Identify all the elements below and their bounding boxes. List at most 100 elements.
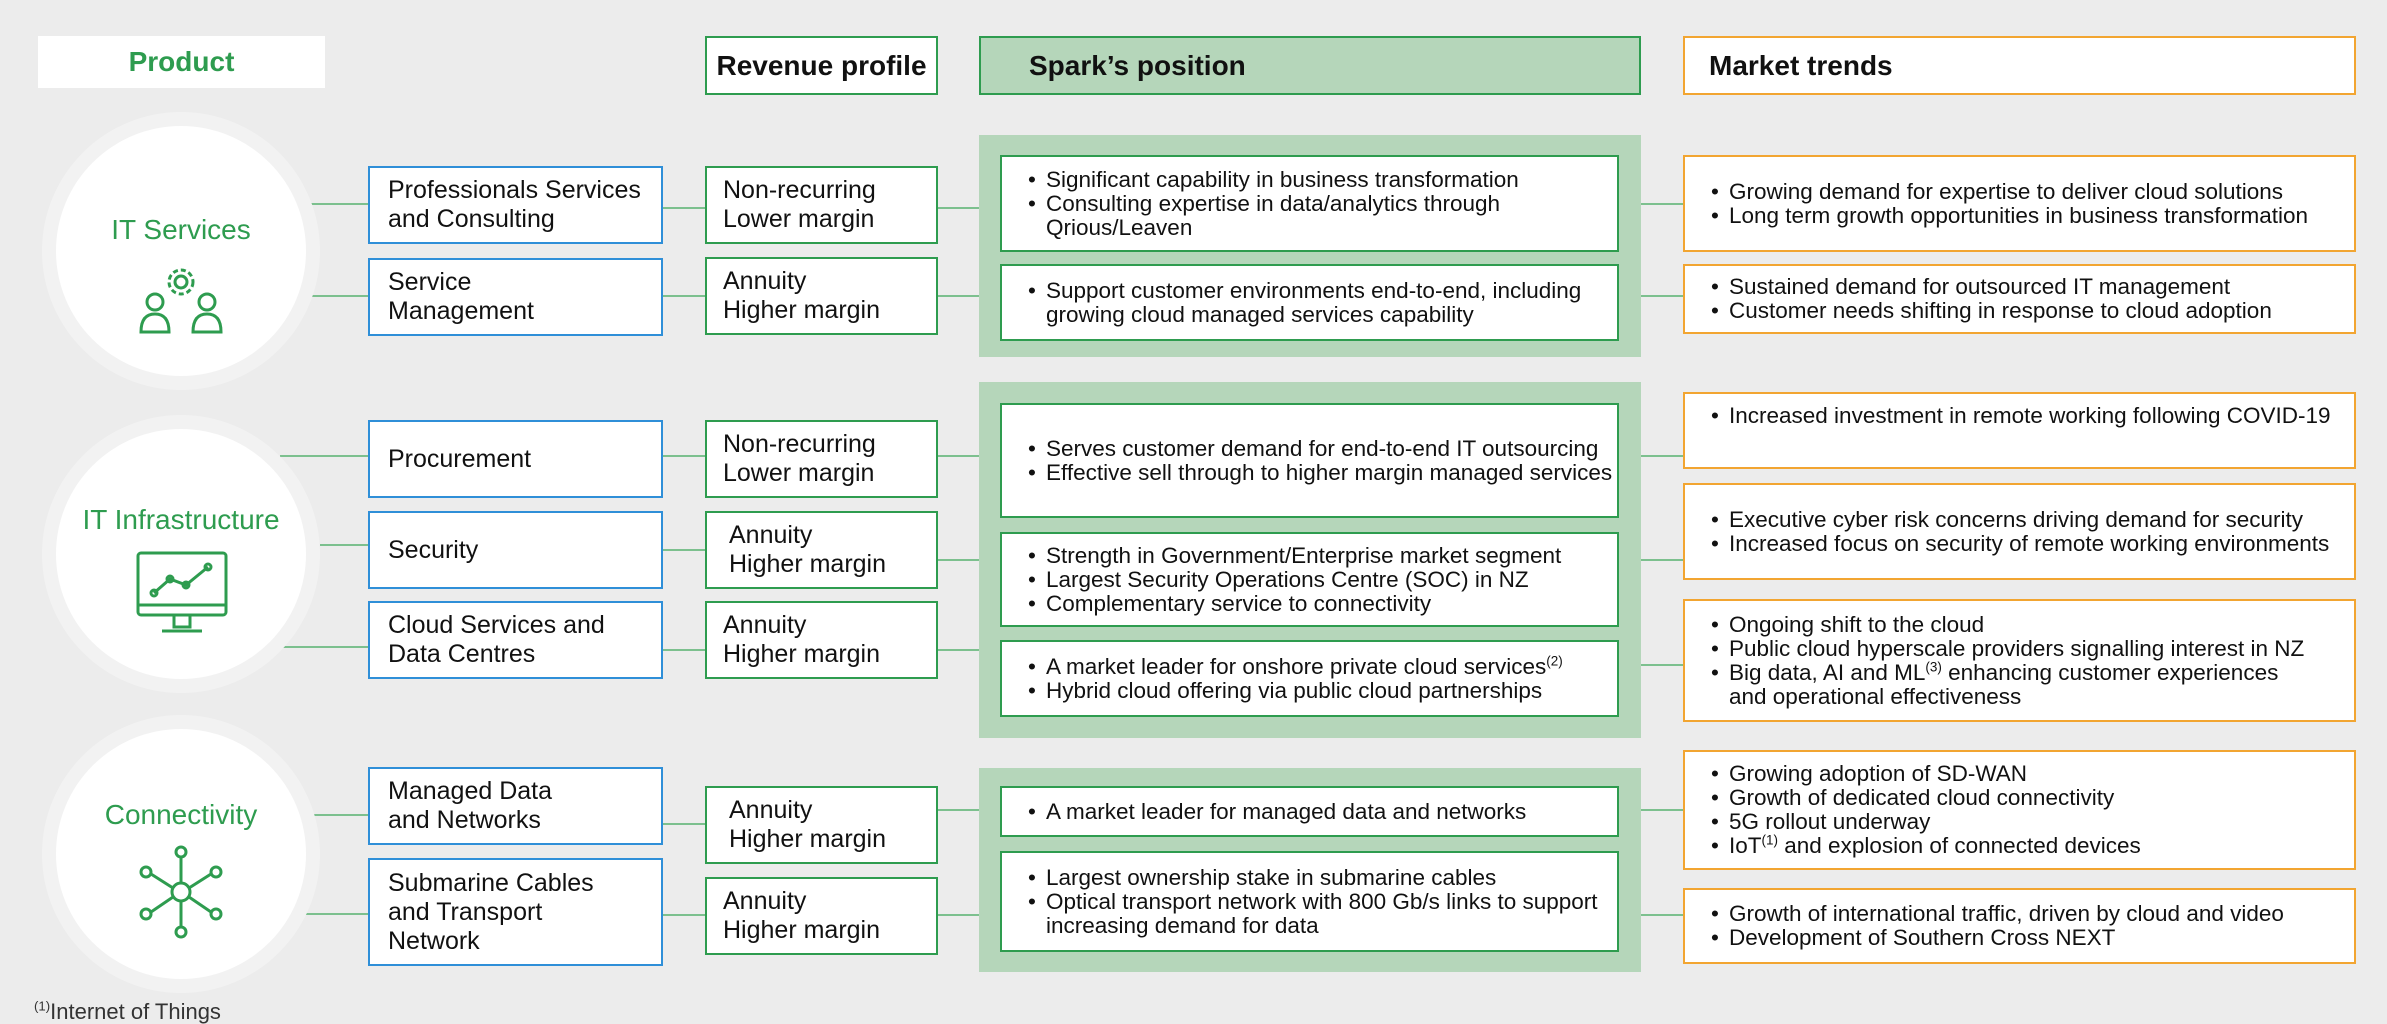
trend-bullet: Increased investment in remote working f… — [1707, 404, 2331, 429]
offering-line: and Consulting — [388, 205, 555, 233]
trend-professional-services: Growing demand for expertise to deliver … — [1683, 155, 2356, 252]
trend-bullet: Executive cyber risk concerns driving de… — [1707, 507, 2329, 532]
revenue-line: Higher margin — [723, 640, 881, 668]
header-revenue: Revenue profile — [705, 36, 938, 95]
product-circle-it-services: IT Services — [42, 112, 320, 390]
revenue-line: Higher margin — [729, 825, 887, 853]
revenue-line: Annuity — [723, 887, 807, 915]
revenue-line: Annuity — [723, 611, 807, 639]
trend-bullet-text-tail: enhancing customer experiences — [1941, 659, 2279, 685]
offering-line: Data Centres — [388, 640, 536, 668]
product-circle-it-infrastructure: IT Infrastructure — [42, 415, 320, 693]
offering-line: and Networks — [388, 806, 541, 834]
offering-line: Security — [388, 535, 479, 564]
position-bullet: Hybrid cloud offering via public cloud p… — [1024, 678, 1563, 703]
footnote-text: Internet of Things — [50, 999, 221, 1024]
trend-bullet: Development of Southern Cross NEXT — [1707, 926, 2284, 951]
trend-managed-data: Growing adoption of SD-WAN Growth of ded… — [1683, 750, 2356, 870]
trend-cloud-services: Ongoing shift to the cloud Public cloud … — [1683, 599, 2356, 722]
footnote-ref-1: (1) — [1761, 832, 1779, 848]
position-bullet: Strength in Government/Enterprise market… — [1024, 543, 1561, 568]
revenue-line: Higher margin — [723, 296, 881, 324]
position-security: Strength in Government/Enterprise market… — [1000, 532, 1619, 627]
trend-bullet: Growing demand for expertise to deliver … — [1707, 179, 2308, 204]
people-gear-icon — [139, 268, 223, 334]
position-bullet: Largest Security Operations Centre (SOC)… — [1024, 567, 1561, 592]
offering-line: Submarine Cables — [388, 868, 594, 897]
position-bullet: Support customer environments end-to-end… — [1024, 278, 1613, 327]
trend-submarine-cables: Growth of international traffic, driven … — [1683, 888, 2356, 964]
footnote: (1)Internet of Things — [34, 1000, 221, 1024]
offering-line: Management — [388, 297, 534, 325]
trend-bullet: Sustained demand for outsourced IT manag… — [1707, 275, 2272, 300]
revenue-line: Lower margin — [723, 205, 875, 233]
header-trends: Market trends — [1683, 36, 2356, 95]
revenue-line: Lower margin — [723, 459, 875, 487]
position-bullet: A market leader for managed data and net… — [1024, 799, 1526, 824]
header-product: Product — [38, 36, 325, 88]
offering-line: Cloud Services and — [388, 611, 605, 639]
revenue-line: Higher margin — [729, 550, 887, 578]
offering-line: Procurement — [388, 444, 532, 473]
trend-bullet: Growth of international traffic, driven … — [1707, 902, 2284, 927]
position-service-management: Support customer environments end-to-end… — [1000, 264, 1619, 341]
trend-bullet-text: IoT — [1729, 833, 1762, 858]
network-nodes-icon — [139, 845, 223, 939]
product-label-connectivity: Connectivity — [104, 799, 258, 830]
footnote-ref-3: (3) — [1925, 659, 1942, 674]
trend-service-management: Sustained demand for outsourced IT manag… — [1683, 264, 2356, 334]
position-bullet: Significant capability in business trans… — [1024, 167, 1613, 192]
header-product-label: Product — [128, 46, 235, 77]
trend-bullet: Big data, AI and ML(3) enhancing custome… — [1707, 659, 2304, 709]
position-bullet-text: A market leader for onshore private clou… — [1046, 653, 1547, 679]
trend-security: Executive cyber risk concerns driving de… — [1683, 483, 2356, 580]
header-revenue-label: Revenue profile — [716, 49, 927, 81]
offering-line: and Transport — [388, 897, 543, 926]
offering-line: Managed Data — [388, 777, 553, 805]
revenue-line: Non-recurring — [723, 430, 876, 458]
trend-bullet: Ongoing shift to the cloud — [1707, 612, 2304, 637]
offering-security: Security — [368, 511, 663, 589]
position-bullet: Serves customer demand for end-to-end IT… — [1024, 436, 1612, 461]
offering-procurement: Procurement — [368, 420, 663, 498]
trend-bullet-text-cont: and operational effectiveness — [1729, 683, 2022, 709]
footnote-mark: (1) — [34, 998, 51, 1014]
position-bullet: Largest ownership stake in submarine cab… — [1024, 865, 1613, 890]
product-circle-connectivity: Connectivity — [42, 715, 320, 993]
monitor-chart-icon — [136, 551, 228, 633]
position-professional-services: Significant capability in business trans… — [1000, 155, 1619, 252]
revenue-line: Annuity — [729, 796, 813, 824]
product-label-it-infrastructure: IT Infrastructure — [82, 504, 280, 535]
position-bullet: A market leader for onshore private clou… — [1024, 653, 1563, 679]
offering-line: Service — [388, 268, 472, 296]
offering-line: Professionals Services — [388, 176, 641, 204]
position-submarine-cables: Largest ownership stake in submarine cab… — [1000, 851, 1619, 952]
trend-bullet: Public cloud hyperscale providers signal… — [1707, 636, 2304, 661]
position-bullet: Complementary service to connectivity — [1024, 591, 1561, 616]
trend-bullet-text-tail: and explosion of connected devices — [1778, 833, 2141, 858]
position-bullet: Optical transport network with 800 Gb/s … — [1024, 889, 1613, 938]
revenue-line: Higher margin — [723, 916, 881, 944]
trend-bullet: Increased focus on security of remote wo… — [1707, 531, 2329, 556]
position-managed-data: A market leader for managed data and net… — [1000, 786, 1619, 837]
trend-bullet-text: Big data, AI and ML — [1729, 659, 1926, 685]
trend-bullet: Growth of dedicated cloud connectivity — [1707, 786, 2141, 811]
trend-bullet: Growing adoption of SD-WAN — [1707, 762, 2141, 787]
product-label-it-services: IT Services — [111, 214, 251, 245]
offering-line: Network — [388, 926, 480, 955]
footnote-ref-2: (2) — [1546, 653, 1563, 668]
trend-bullet: Customer needs shifting in response to c… — [1707, 299, 2272, 324]
